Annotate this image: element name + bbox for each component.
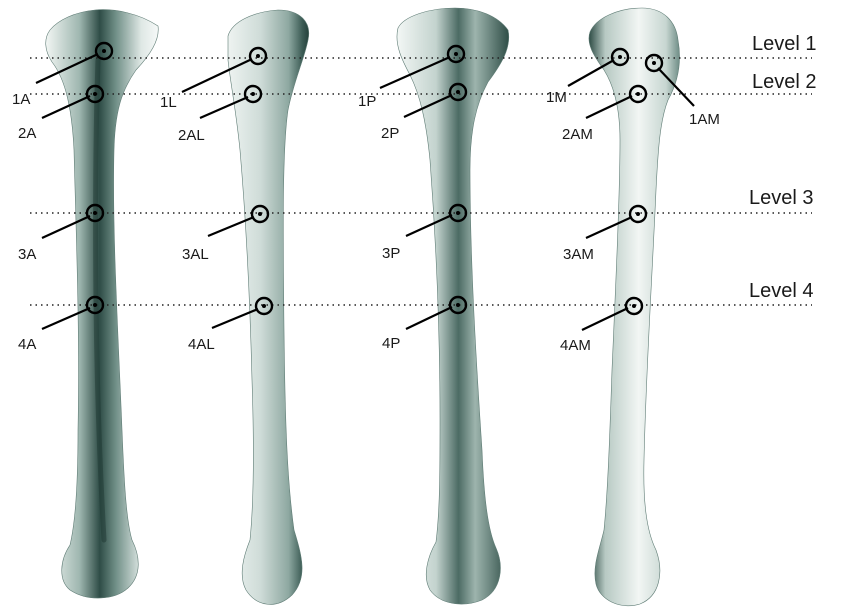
marker-label: 4AM xyxy=(560,337,591,354)
marker-label: 2AM xyxy=(562,126,593,143)
tibia-lateral-shape xyxy=(228,10,309,604)
marker-label: 1A xyxy=(12,91,30,108)
marker-label: 1P xyxy=(358,93,376,110)
marker-label: 4P xyxy=(382,335,400,352)
marker-label: 1AM xyxy=(689,111,720,128)
marker-label: 4AL xyxy=(188,336,215,353)
marker-label: 1M xyxy=(546,89,567,106)
marker-label: 3AL xyxy=(182,246,209,263)
marker-label: 3A xyxy=(18,246,36,263)
marker-label: 2AL xyxy=(178,127,205,144)
level-2-label: Level 2 xyxy=(752,71,817,93)
marker-label: 1L xyxy=(160,94,177,111)
marker-label: 3AM xyxy=(563,246,594,263)
marker-label: 2A xyxy=(18,125,36,142)
marker-label: 4A xyxy=(18,336,36,353)
marker-label: 2P xyxy=(381,125,399,142)
marker-label: 3P xyxy=(382,245,400,262)
level-3-label: Level 3 xyxy=(749,187,814,209)
tibia-lateral-view xyxy=(228,10,309,604)
level-4-label: Level 4 xyxy=(749,280,814,302)
level-1-label: Level 1 xyxy=(752,33,817,55)
